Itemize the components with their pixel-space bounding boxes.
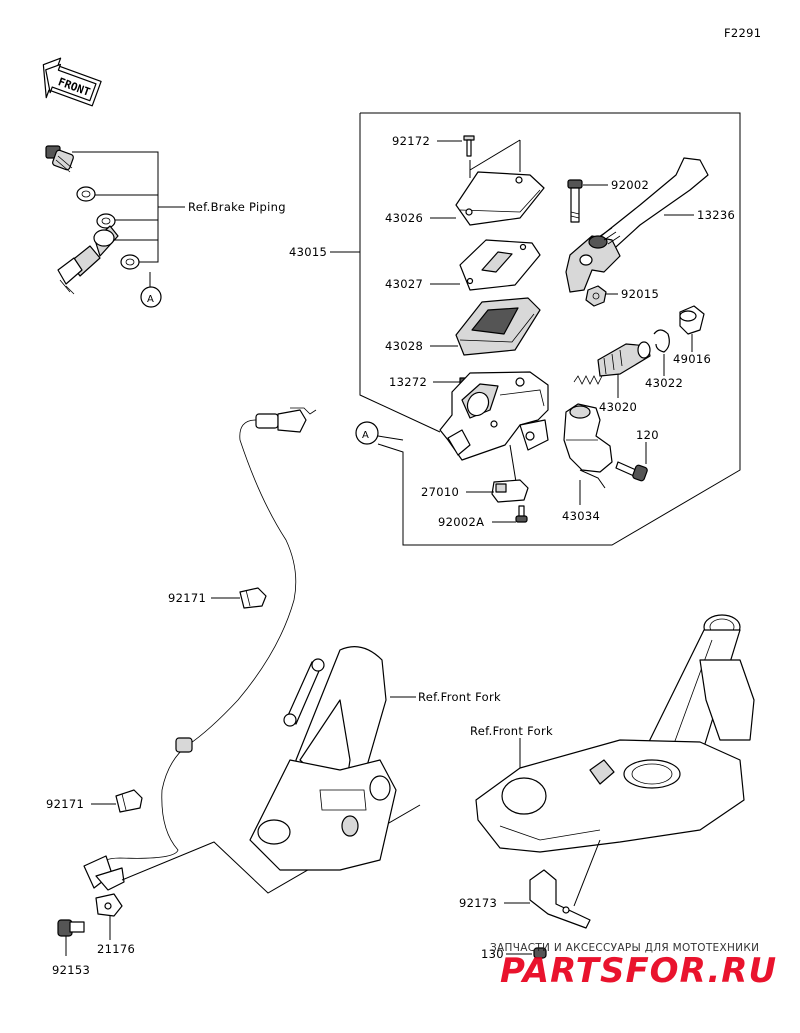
label-27010: 27010	[421, 485, 459, 499]
callout-a-top: A	[147, 294, 154, 305]
circlip-43022	[653, 329, 670, 353]
watermark-brand: PARTSFOR.RU	[500, 951, 777, 991]
label-13272: 13272	[389, 375, 427, 389]
label-92172: 92172	[392, 134, 430, 148]
brake-hose-fitting	[57, 225, 119, 295]
brake-lever-13236	[565, 157, 709, 293]
label-92171-lower: 92171	[46, 797, 84, 811]
master-cylinder-body	[439, 371, 549, 461]
reservoir-cap-43026	[455, 171, 545, 226]
bolt-120	[615, 461, 648, 482]
label-13236: 13236	[697, 208, 735, 222]
brake-piping-group: A Ref.Brake Piping	[45, 145, 286, 308]
front-arrow-icon: FRONT	[42, 57, 102, 107]
sensor-bracket-21176	[95, 893, 123, 917]
banjo-bolt	[45, 145, 74, 173]
figure-id: F2291	[724, 26, 761, 40]
label-43022: 43022	[645, 376, 683, 390]
label-ref-front-fork-2: Ref.Front Fork	[470, 724, 553, 738]
front-fork-lower	[249, 646, 397, 871]
abs-sensor-harness	[83, 407, 317, 891]
label-ref-front-fork-1: Ref.Front Fork	[418, 690, 501, 704]
screw-92172	[463, 135, 475, 157]
label-43028: 43028	[385, 339, 423, 353]
bolt-130	[533, 947, 547, 959]
steering-stem	[475, 614, 755, 853]
clamp-holder-43034	[563, 403, 613, 473]
clamp-92171-lower	[115, 789, 143, 813]
label-92173: 92173	[459, 896, 497, 910]
label-ref-brake-piping: Ref.Brake Piping	[188, 200, 286, 214]
label-92015: 92015	[621, 287, 659, 301]
label-49016: 49016	[673, 352, 711, 366]
brake-switch-27010	[491, 479, 529, 503]
watermark: ЗАПЧАСТИ И АКСЕССУАРЫ ДЛЯ МОТОТЕХНИКИ PA…	[490, 942, 777, 991]
screw-92002A	[515, 505, 528, 523]
bracket-92173	[529, 869, 591, 929]
label-120: 120	[636, 428, 659, 442]
diaphragm-plate-43027	[459, 239, 541, 291]
label-43034: 43034	[562, 509, 600, 523]
label-92002A: 92002A	[438, 515, 484, 529]
piston-kit-43020	[573, 341, 651, 385]
bolt-92153	[57, 919, 85, 937]
label-43015: 43015	[289, 245, 327, 259]
label-92153: 92153	[52, 963, 90, 977]
label-43026: 43026	[385, 211, 423, 225]
label-92002: 92002	[611, 178, 649, 192]
watermark-tagline: ЗАПЧАСТИ И АКСЕССУАРЫ ДЛЯ МОТОТЕХНИКИ	[490, 942, 759, 954]
dust-boot-49016	[679, 305, 705, 335]
pivot-bolt-92002	[567, 179, 583, 223]
clamp-92171-upper	[239, 587, 267, 609]
label-43020: 43020	[599, 400, 637, 414]
label-130: 130	[481, 947, 504, 961]
nut-92015	[585, 285, 607, 307]
label-21176: 21176	[97, 942, 135, 956]
assembly-frame-43015	[360, 112, 741, 546]
diaphragm-43028	[455, 297, 541, 356]
label-43027: 43027	[385, 277, 423, 291]
callout-a-mid: A	[362, 430, 369, 441]
label-92171-upper: 92171	[168, 591, 206, 605]
